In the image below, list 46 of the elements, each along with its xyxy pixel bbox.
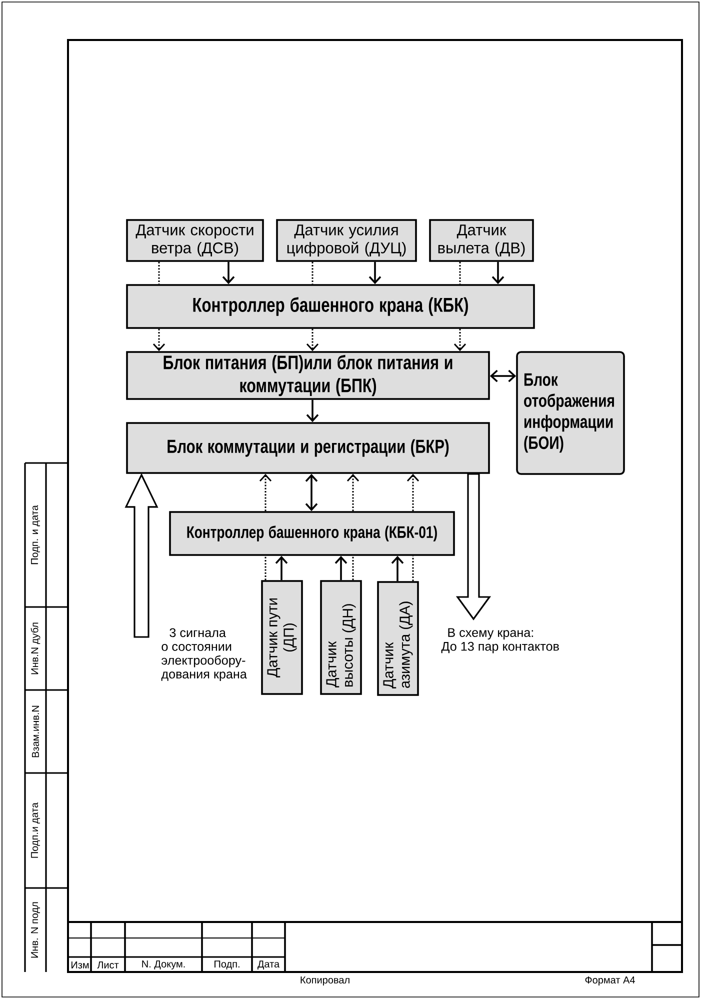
sensor-box: Датчик пути (ДП): [261, 580, 303, 695]
arrow: [492, 262, 504, 284]
arrow: [222, 262, 235, 284]
dotted-line: [412, 556, 414, 582]
dotted-arrow: [259, 474, 272, 512]
sensor-box: Датчик высоты (ДН): [320, 580, 362, 695]
stamp-label: Подп.и дата: [31, 802, 40, 858]
arrow: [368, 262, 382, 284]
double-arrow: [305, 474, 318, 512]
stamp-label: Подп. и дата: [31, 505, 40, 564]
display-unit-box: Блок отображения информации (БОИ): [516, 351, 625, 475]
dotted-arrow: [306, 328, 319, 352]
dotted-arrow: [152, 328, 166, 352]
stamp-label: Взам.инв.N: [32, 706, 39, 758]
double-arrow: [490, 370, 516, 382]
sensor-box: Датчик скорости ветра (ДСВ): [126, 219, 264, 262]
dotted-line: [459, 262, 461, 284]
switching-unit-box: Блок коммутации и регистрации (БКР): [126, 422, 490, 474]
stamp-label: Дата: [258, 960, 280, 970]
dotted-line: [158, 262, 160, 284]
stamp-label: Инв.N дубл: [30, 622, 40, 674]
controller-box: Контроллер башенного крана (КБК): [126, 284, 535, 329]
dotted-line: [352, 556, 354, 580]
stamp-label: Подп.: [214, 960, 240, 970]
arrow: [334, 556, 348, 580]
controller-box: Контроллер башенного крана (КБК-01): [169, 511, 455, 556]
power-unit-box: Блок питания (БП)или блок питания и коммутации (БПК): [126, 351, 490, 400]
stamp-label: Копировал: [300, 976, 350, 986]
dotted-arrow: [454, 328, 466, 352]
arrow: [391, 556, 404, 582]
sensor-box: Датчик азимута (ДА): [377, 581, 419, 696]
annotation-text: В схему крана: До 13 пар контактов: [441, 628, 559, 654]
stamp-label: Формат A4: [585, 976, 635, 986]
arrow: [306, 400, 319, 422]
dotted-arrow: [406, 474, 420, 512]
annotation-text: 3 сигнала о состоянии электрообору- дования крана: [161, 628, 247, 682]
stamp-label: Лист: [97, 962, 119, 968]
stamp-label: Инв. N подл: [31, 902, 40, 958]
dotted-arrow: [346, 474, 360, 512]
dotted-line: [312, 262, 314, 284]
stamp-label: N. Докум.: [142, 960, 185, 970]
sensor-box: Датчик вылета (ДВ): [429, 219, 534, 262]
sensor-box: Датчик усилия цифровой (ДУЦ): [276, 219, 417, 262]
dotted-line: [264, 556, 266, 580]
arrow: [275, 556, 288, 580]
stamp-label: Изм: [72, 962, 89, 968]
